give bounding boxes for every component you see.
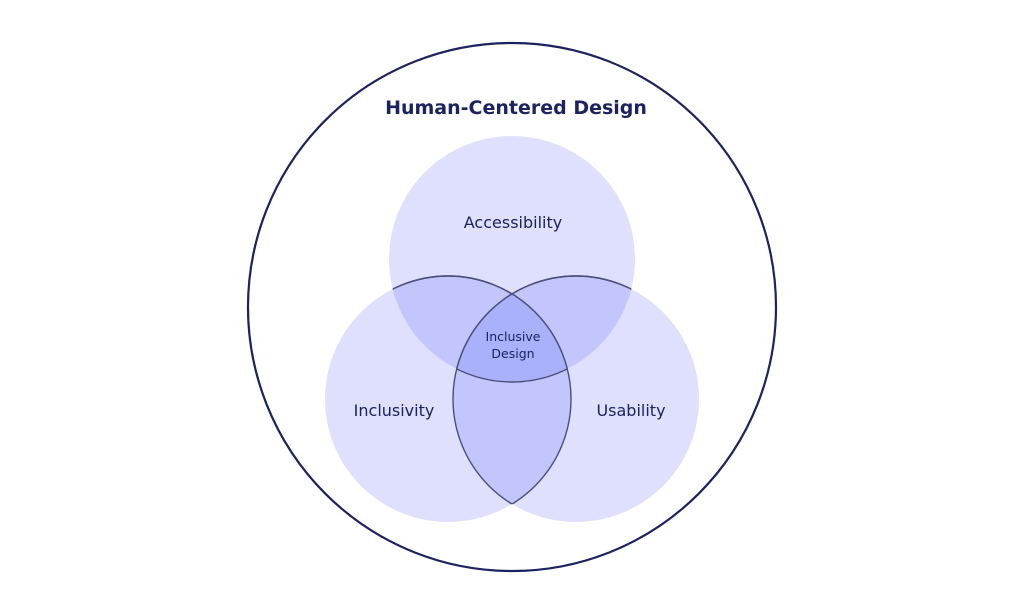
label-accessibility: Accessibility — [464, 213, 562, 232]
overlap-usability-inclusivity-edge — [453, 276, 572, 522]
label-usability: Usability — [596, 401, 665, 420]
overlap-inclusive-design — [453, 276, 571, 382]
label-inclusive-design-line2: Design — [491, 346, 534, 361]
label-inclusivity: Inclusivity — [354, 401, 435, 420]
label-inclusive-design-line1: Inclusive — [486, 329, 541, 344]
outer-circle-human-centered-design — [246, 41, 778, 573]
diagram-title: Human-Centered Design — [385, 97, 647, 119]
